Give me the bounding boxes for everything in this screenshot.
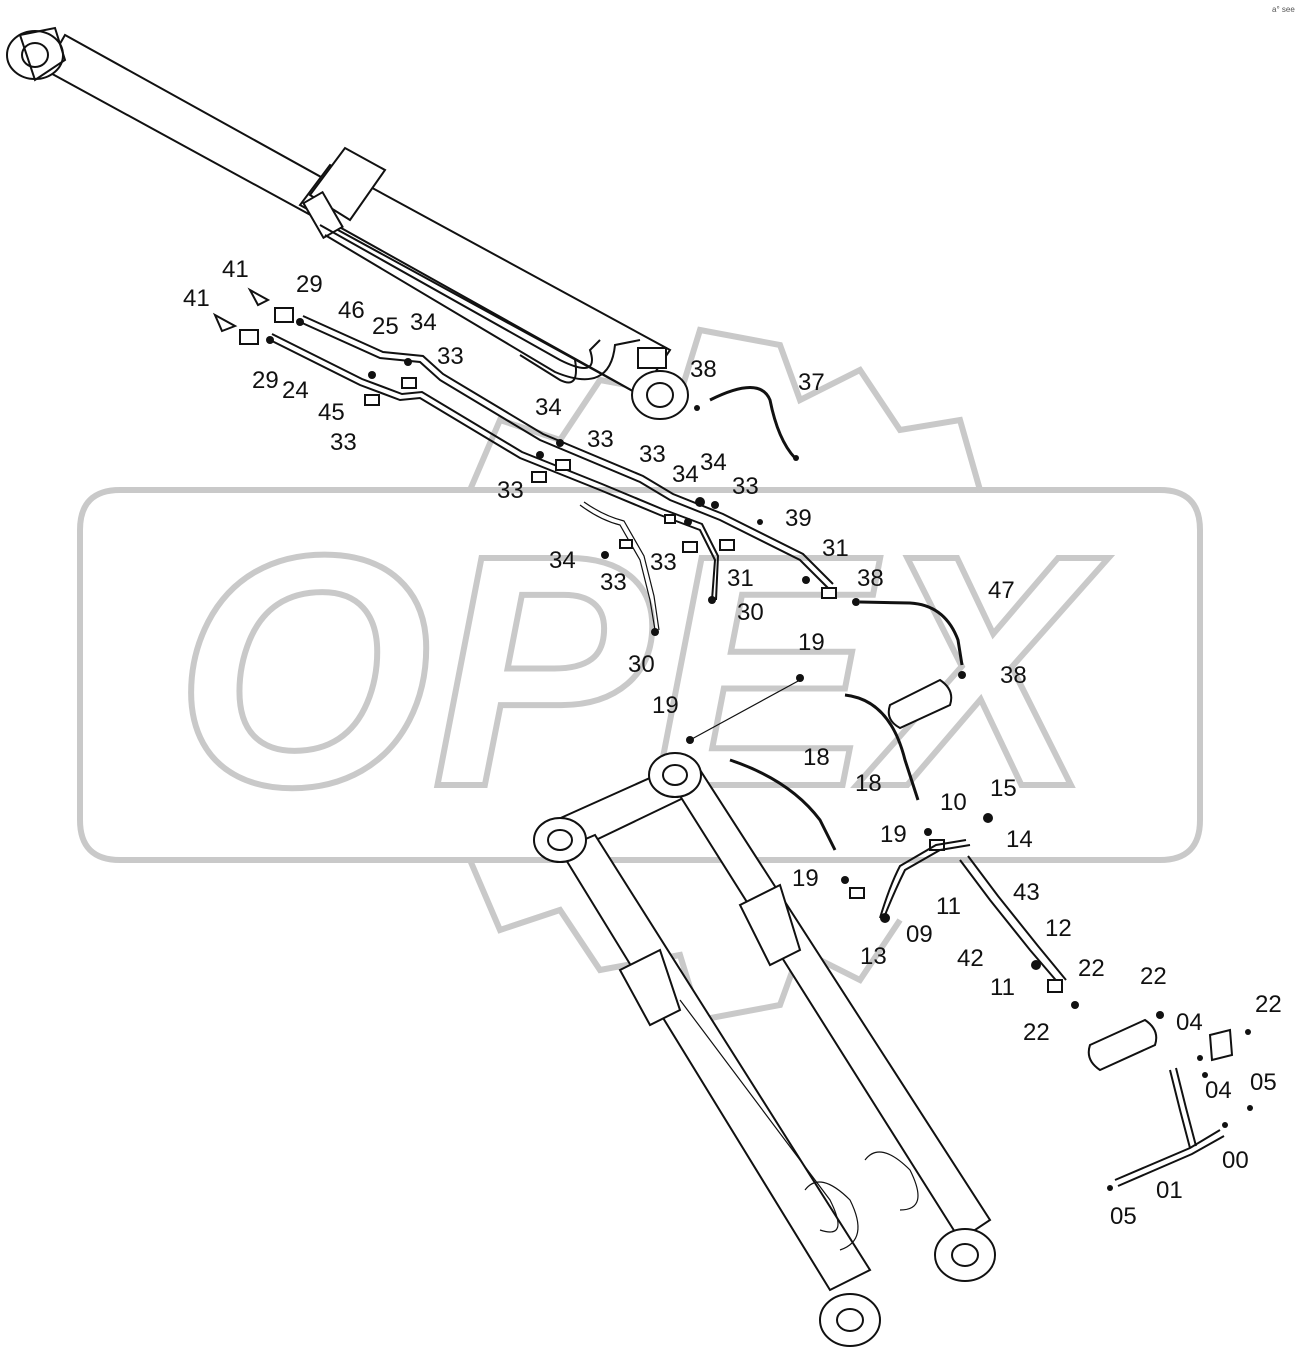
callout-22: 22: [1023, 1019, 1050, 1046]
callout-34: 34: [535, 394, 562, 421]
callout-13: 13: [860, 943, 887, 970]
callout-12: 12: [1045, 915, 1072, 942]
callout-34: 34: [549, 547, 576, 574]
callout-29: 29: [296, 271, 323, 298]
callout-38: 38: [857, 565, 884, 592]
callout-30: 30: [737, 599, 764, 626]
callout-41: 41: [222, 256, 249, 283]
callout-19: 19: [652, 692, 679, 719]
callout-04: 04: [1205, 1077, 1232, 1104]
callout-37: 37: [798, 369, 825, 396]
callout-41: 41: [183, 285, 210, 312]
callout-34: 34: [672, 461, 699, 488]
callout-43: 43: [1013, 879, 1040, 906]
callout-14: 14: [1006, 826, 1033, 853]
callout-33: 33: [497, 477, 524, 504]
callout-47: 47: [988, 577, 1015, 604]
callout-33: 33: [437, 343, 464, 370]
callout-31: 31: [727, 565, 754, 592]
callout-46: 46: [338, 297, 365, 324]
callout-33: 33: [330, 429, 357, 456]
callout-25: 25: [372, 313, 399, 340]
callout-15: 15: [990, 775, 1017, 802]
callout-05: 05: [1110, 1203, 1137, 1230]
callout-01: 01: [1156, 1177, 1183, 1204]
callout-34: 34: [410, 309, 437, 336]
callout-22: 22: [1078, 955, 1105, 982]
callout-22: 22: [1255, 991, 1282, 1018]
callout-33: 33: [732, 473, 759, 500]
hose-47-assembly: [852, 598, 966, 730]
callout-39: 39: [785, 505, 812, 532]
bottom-right-assembly: [1087, 1018, 1253, 1191]
callout-24: 24: [282, 377, 309, 404]
callout-29: 29: [252, 367, 279, 394]
callout-18: 18: [803, 744, 830, 771]
callout-19: 19: [792, 865, 819, 892]
callout-05: 05: [1250, 1069, 1277, 1096]
corner-mark: a° see: [1272, 5, 1295, 14]
callout-33: 33: [639, 441, 666, 468]
callout-33: 33: [650, 549, 677, 576]
callout-45: 45: [318, 399, 345, 426]
pipe-42-43-assembly: [879, 813, 1164, 1019]
callout-19: 19: [880, 821, 907, 848]
callout-10: 10: [940, 789, 967, 816]
callout-18: 18: [855, 770, 882, 797]
callout-11: 11: [990, 974, 1015, 1001]
callout-38: 38: [1000, 662, 1027, 689]
callout-38: 38: [690, 356, 717, 383]
callout-33: 33: [587, 426, 614, 453]
callout-42: 42: [957, 945, 984, 972]
upper-pipe-assembly: [212, 287, 837, 636]
callout-22: 22: [1140, 963, 1167, 990]
callout-33: 33: [600, 569, 627, 596]
callout-31: 31: [822, 535, 849, 562]
boom-cylinder: [6, 26, 689, 420]
callout-09: 09: [906, 921, 933, 948]
callout-34: 34: [700, 449, 727, 476]
callout-11: 11: [936, 893, 961, 920]
callout-04: 04: [1176, 1009, 1203, 1036]
callout-30: 30: [628, 651, 655, 678]
callout-19: 19: [798, 629, 825, 656]
callout-00: 00: [1222, 1147, 1249, 1174]
arm-cylinders: [533, 752, 996, 1347]
